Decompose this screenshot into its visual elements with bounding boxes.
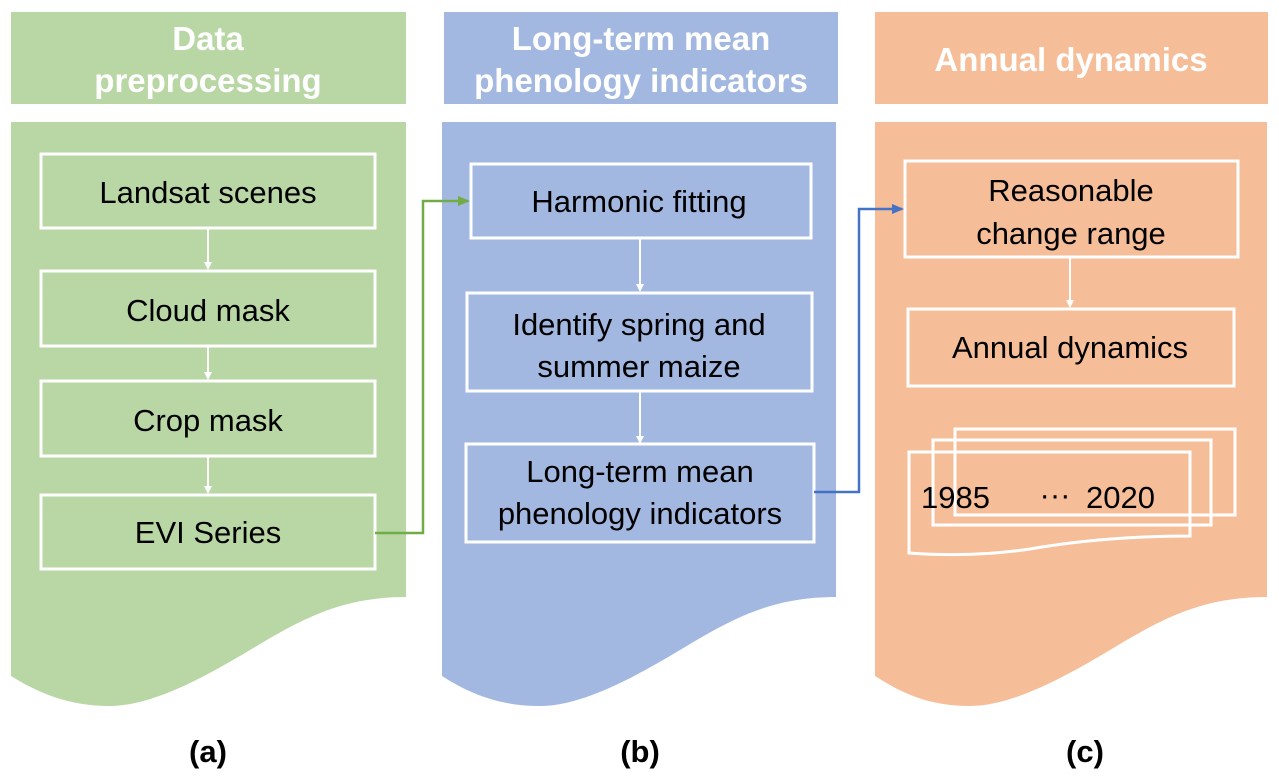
step-cloud-mask [39,269,377,348]
caption-a: (a) [189,734,227,769]
step-evi-series-label: EVI Series [135,515,281,550]
document-back [953,427,1237,517]
step-identify-maize-line-2: summer maize [537,349,740,384]
caption-b: (b) [620,734,660,769]
step-identify-maize [465,291,814,393]
panel-data-preprocessing: Data preprocessing Landsat scenes Cloud … [11,12,406,769]
document-front [907,450,1192,557]
panel-a-header [11,12,406,104]
step-landsat-scenes-label: Landsat scenes [99,175,316,210]
panel-c-header [875,12,1268,104]
panel-c-header-line-1: Annual dynamics [934,41,1207,78]
panel-a-body [11,122,406,706]
connector-evi-to-harmonic [375,196,470,535]
connector-phenology-to-change-range [814,204,904,494]
step-long-term-mean-line-1: Long-term mean [526,454,753,489]
step-crop-mask [39,379,377,458]
panel-b-header [444,12,838,104]
step-long-term-mean-line-2: phenology indicators [498,496,782,531]
step-harmonic-fitting [469,162,813,240]
panel-annual-dynamics: Annual dynamics Reasonable change range … [875,12,1268,769]
step-reasonable-change-range-line-1: Reasonable [988,173,1153,208]
panel-a-header-line-1: Data [172,20,244,57]
step-identify-maize-line-1: Identify spring and [512,307,765,342]
caption-c: (c) [1066,734,1104,769]
start-year: 1985 [921,480,990,515]
year-document-stack-icon: 1985 ··· 2020 [907,427,1237,557]
panel-c-body [875,122,1267,706]
document-middle [931,438,1213,527]
step-landsat-scenes [39,152,377,230]
end-year: 2020 [1086,480,1155,515]
step-annual-dynamics [906,307,1236,388]
ellipsis: ··· [1040,477,1071,512]
step-crop-mask-label: Crop mask [133,403,283,438]
step-cloud-mask-label: Cloud mask [126,293,290,328]
panel-b-header-line-1: Long-term mean [512,20,771,57]
panel-long-term-mean: Long-term mean phenology indicators Harm… [442,12,838,769]
step-annual-dynamics-label: Annual dynamics [952,330,1188,365]
panel-a-header-line-2: preprocessing [94,62,321,99]
step-harmonic-fitting-label: Harmonic fitting [531,184,746,219]
panel-b-header-line-2: phenology indicators [474,62,808,99]
step-reasonable-change-range [903,159,1240,259]
step-reasonable-change-range-line-2: change range [976,216,1166,251]
